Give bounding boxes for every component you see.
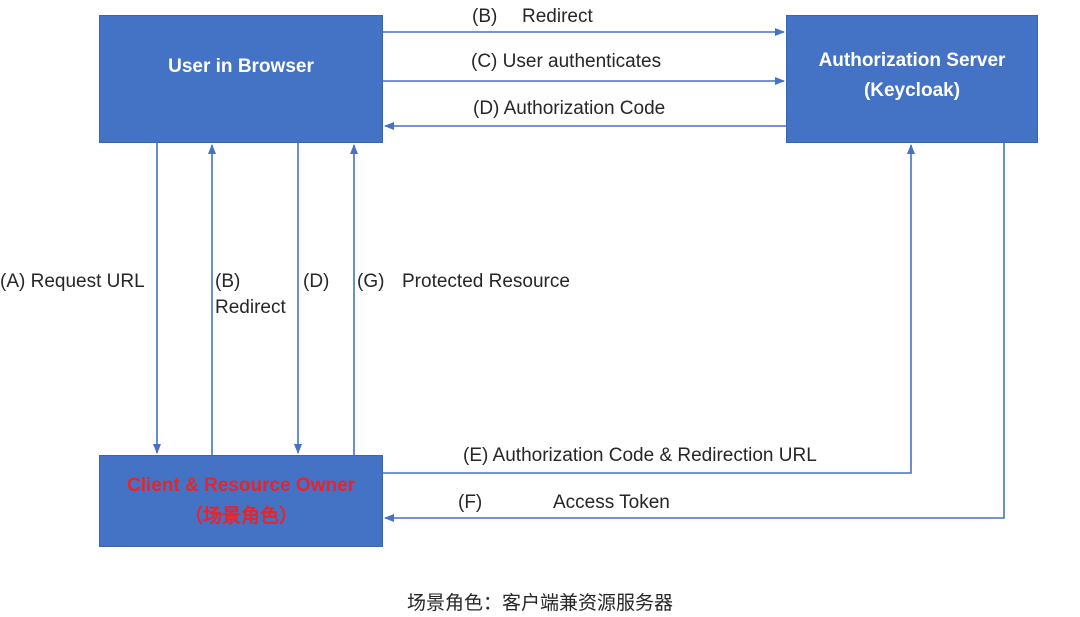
arrow-e-code-redirection [383, 144, 915, 474]
node-client-title: Client & Resource Owner [126, 475, 356, 496]
label-b-tag-side: (B) [215, 271, 241, 292]
node-user-in-browser-title: User in Browser [168, 56, 314, 77]
label-g-protected-resource: Protected Resource [402, 271, 570, 292]
label-f-access-token: Access Token [553, 492, 670, 513]
node-user-in-browser: User in Browser [99, 15, 383, 143]
label-a-request-url: (A) Request URL [0, 271, 145, 292]
node-authorization-server-title: Authorization Server [818, 50, 1006, 71]
node-client-resource-owner: Client & Resource Owner （场景角色） [99, 455, 383, 547]
label-d-side: (D) [303, 271, 330, 292]
arrow-f-access-token [384, 143, 1005, 522]
label-f-tag: (F) [458, 492, 483, 513]
diagram-caption: 场景角色：客户端兼资源服务器 [406, 592, 673, 614]
node-authorization-server-subtitle: (Keycloak) [863, 80, 961, 101]
label-g-tag: (G) [357, 271, 385, 292]
node-client-subtitle: （场景角色） [183, 505, 298, 527]
label-b-redirect-side: Redirect [215, 297, 286, 318]
label-b-tag-top: (B) [472, 6, 498, 27]
node-authorization-server: Authorization Server (Keycloak) [786, 15, 1038, 143]
label-d-authorization-code: (D) Authorization Code [473, 98, 666, 119]
label-c-user-authenticates: (C) User authenticates [471, 51, 662, 72]
label-b-redirect-top: Redirect [522, 6, 593, 27]
label-e-code-redirection: (E) Authorization Code & Redirection URL [463, 445, 817, 466]
